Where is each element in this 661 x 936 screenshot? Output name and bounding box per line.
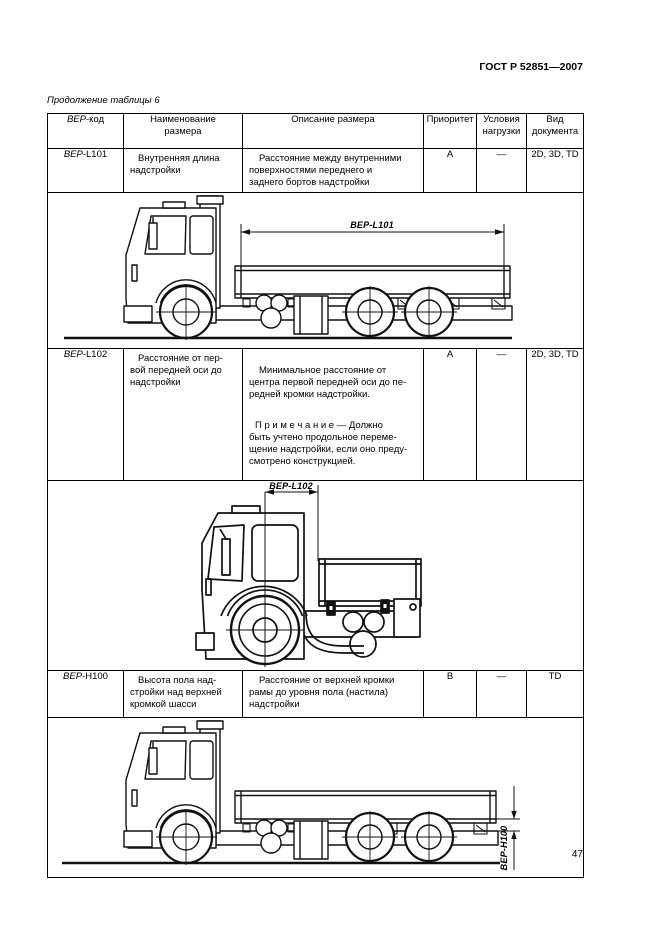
code-prefix: BEP bbox=[63, 349, 83, 360]
table-header-row: BEP-код Наименование размера Описание ра… bbox=[47, 113, 584, 149]
table-row-h100: BEP-H100 Высота пола над- стройки над ве… bbox=[47, 670, 584, 718]
cell-dockind-l101: 2D, 3D, TD bbox=[526, 148, 584, 193]
header-cell-priority: Приоритет bbox=[423, 113, 477, 149]
cell-description-l101: Расстояние между внутренними поверхностя… bbox=[242, 148, 424, 193]
cell-priority-l102: A bbox=[423, 348, 477, 481]
cell-priority-h100: B bbox=[423, 670, 477, 718]
cell-load-l101: — bbox=[476, 148, 527, 193]
header-code-suffix: -код bbox=[85, 114, 105, 125]
cell-description-l102: Минимальное расстояние от центра первой … bbox=[242, 348, 424, 481]
dimension-label-l102: BEP-L102 bbox=[269, 481, 313, 491]
page-number: 47 bbox=[571, 849, 583, 860]
diagram-row-h100: BEP-H100 bbox=[47, 717, 584, 878]
header-cell-doc-kind: Вид документа bbox=[526, 113, 584, 149]
table-row-l102: BEP-L102 Расстояние от пер- вой передней… bbox=[47, 348, 584, 481]
truck-front-view-l102-drawing bbox=[195, 485, 422, 667]
cell-code-h100: BEP-H100 bbox=[47, 670, 124, 718]
cell-load-h100: — bbox=[476, 670, 527, 718]
dimension-label-h100: BEP-H100 bbox=[499, 825, 509, 871]
header-cell-name: Наименование размера bbox=[123, 113, 243, 149]
dimension-spec-table: BEP-код Наименование размера Описание ра… bbox=[47, 113, 584, 878]
cell-code-l102: BEP-L102 bbox=[47, 348, 124, 481]
diagram-row-l102: BEP-L102 bbox=[47, 480, 584, 671]
diagram-cell-h100: BEP-H100 bbox=[47, 717, 584, 878]
diagram-row-l101: BEP-L101 bbox=[47, 192, 584, 349]
truck-side-view-h100-drawing bbox=[62, 720, 520, 870]
code-suffix: -L102 bbox=[82, 349, 108, 360]
cell-code-l101: BEP-L101 bbox=[47, 148, 124, 193]
page-content: ГОСТ Р 52851—2007 Продолжение таблицы 6 … bbox=[47, 61, 584, 878]
code-prefix: BEP bbox=[63, 149, 83, 160]
cell-priority-l101: A bbox=[423, 148, 477, 193]
dimension-label-l101: BEP-L101 bbox=[350, 220, 394, 230]
code-prefix: BEP bbox=[63, 671, 83, 682]
table-row-l101: BEP-L101 Внутренняя длина надстройки Рас… bbox=[47, 148, 584, 193]
diagram-cell-l102: BEP-L102 bbox=[47, 480, 584, 671]
header-cell-load-conditions: Условия нагрузки bbox=[476, 113, 527, 149]
dimension-name: Расстояние от пер- вой передней оси до н… bbox=[130, 353, 223, 388]
cell-dockind-h100: TD bbox=[526, 670, 584, 718]
cell-load-l102: — bbox=[476, 348, 527, 481]
dimension-description: Расстояние между внутренними поверхностя… bbox=[249, 153, 402, 188]
cell-name-h100: Высота пола над- стройки над верхней кро… bbox=[123, 670, 243, 718]
code-suffix: -H100 bbox=[82, 671, 108, 682]
truck-side-view-l101-drawing bbox=[64, 195, 513, 340]
cell-name-l102: Расстояние от пер- вой передней оси до н… bbox=[123, 348, 243, 481]
dimension-note: П р и м е ч а н и е — Должно быть учтено… bbox=[249, 420, 408, 467]
dimension-description: Минимальное расстояние от центра первой … bbox=[249, 365, 407, 400]
standard-number: ГОСТ Р 52851—2007 bbox=[479, 61, 583, 73]
code-suffix: -L101 bbox=[82, 149, 108, 160]
header-cell-description: Описание размера bbox=[242, 113, 424, 149]
cell-dockind-l102: 2D, 3D, TD bbox=[526, 348, 584, 481]
diagram-cell-l101: BEP-L101 bbox=[47, 192, 584, 349]
table-caption: Продолжение таблицы 6 bbox=[47, 95, 160, 106]
header-cell-code: BEP-код bbox=[47, 113, 124, 149]
dimension-name: Высота пола над- стройки над верхней кро… bbox=[130, 675, 222, 710]
cell-name-l101: Внутренняя длина надстройки bbox=[123, 148, 243, 193]
header-code-prefix: BEP bbox=[66, 114, 86, 125]
dimension-description: Расстояние от верхней кромки рамы до уро… bbox=[249, 675, 395, 710]
dimension-name: Внутренняя длина надстройки bbox=[130, 153, 220, 176]
cell-description-h100: Расстояние от верхней кромки рамы до уро… bbox=[242, 670, 424, 718]
